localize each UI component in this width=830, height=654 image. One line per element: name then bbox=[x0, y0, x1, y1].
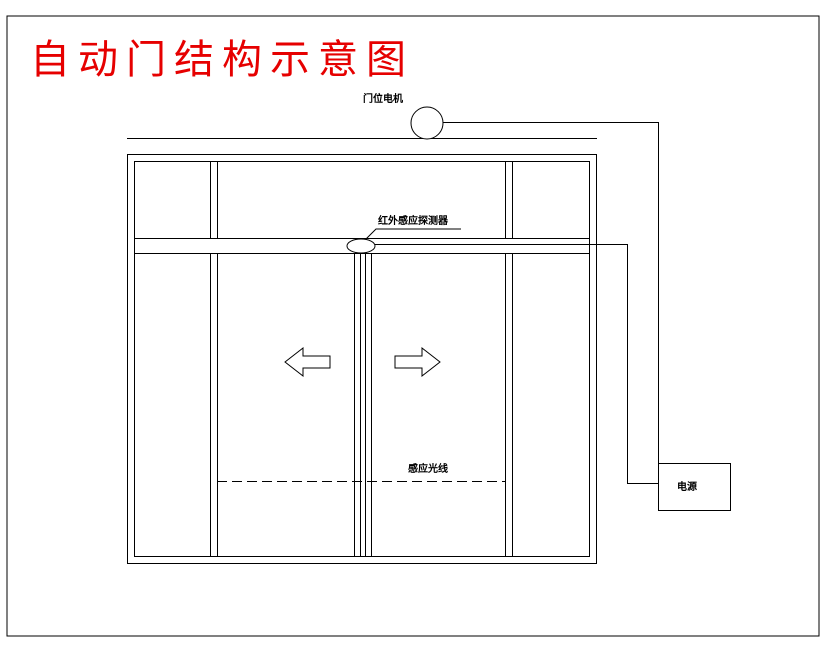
door-motor bbox=[410, 106, 444, 140]
diagram-title: 自动门结构示意图 bbox=[30, 37, 414, 83]
sensor-leader bbox=[365, 228, 461, 240]
left-door-stile bbox=[354, 253, 361, 557]
light-beam-label: 感应光线 bbox=[408, 462, 448, 475]
arrow-right-icon bbox=[394, 346, 441, 378]
arrow-left-icon bbox=[284, 346, 331, 378]
door-frame bbox=[127, 154, 597, 564]
sensor-label: 红外感应探测器 bbox=[378, 214, 449, 227]
power-box bbox=[658, 463, 731, 511]
drawing-border bbox=[6, 15, 820, 637]
frame-inner bbox=[134, 161, 590, 557]
sensor-wire bbox=[375, 244, 658, 484]
frame-outer bbox=[127, 154, 597, 564]
left-mullion bbox=[210, 161, 218, 557]
motor-label: 门位电机 bbox=[363, 92, 403, 105]
infrared-sensor bbox=[346, 238, 376, 254]
right-mullion bbox=[505, 161, 513, 557]
motor-wire bbox=[443, 122, 659, 463]
power-label: 电源 bbox=[677, 480, 697, 493]
right-door-stile bbox=[365, 253, 372, 557]
